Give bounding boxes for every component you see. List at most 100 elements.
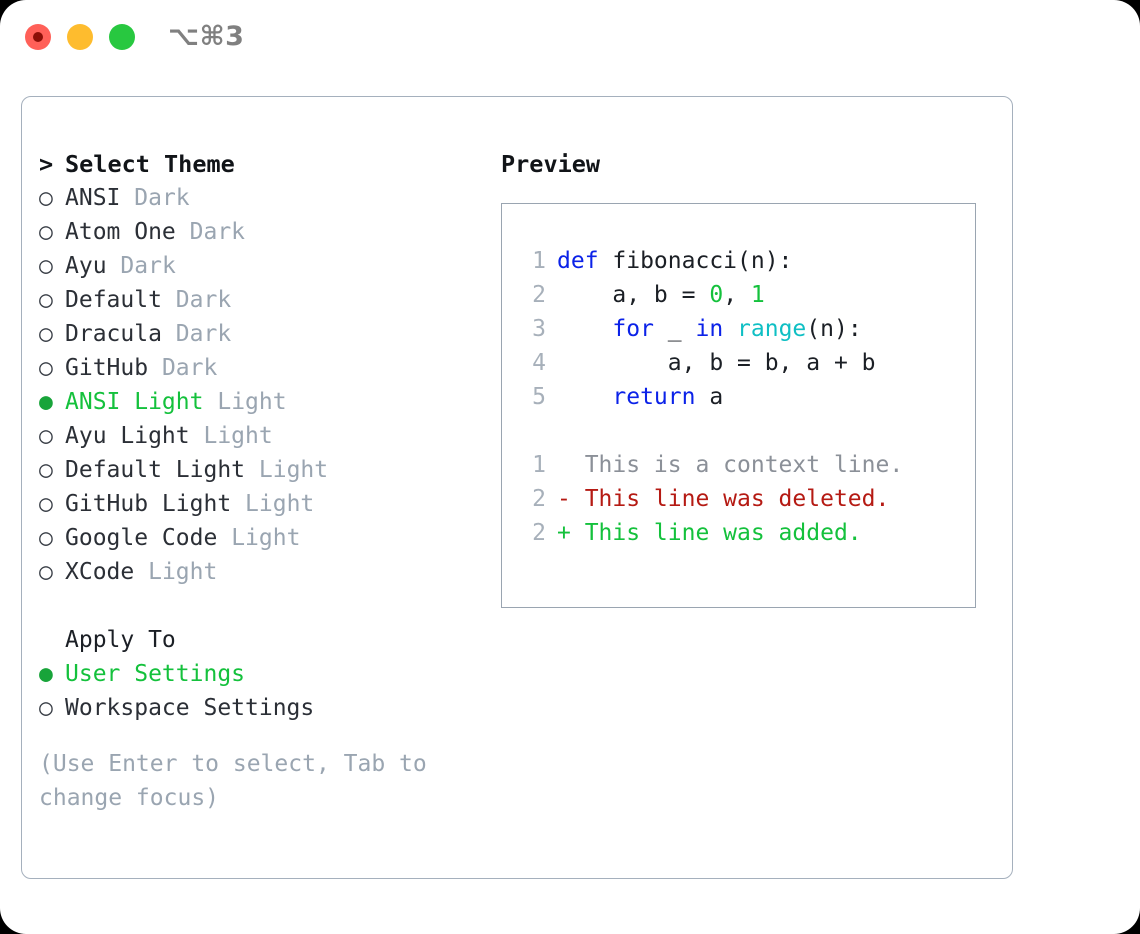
code-token: for <box>612 316 654 342</box>
theme-name: Google Code <box>65 525 218 551</box>
radio-unselected-icon[interactable]: ○ <box>39 185 53 211</box>
code-token: fibonacci(n): <box>612 248 793 274</box>
radio-unselected-icon[interactable]: ○ <box>39 559 53 585</box>
theme-list-item[interactable]: ○ANSI Dark <box>39 181 479 215</box>
apply-to-option[interactable]: ○ Workspace Settings <box>39 691 479 725</box>
apply-to-option-label: User Settings <box>65 661 246 687</box>
line-number: 1 <box>532 248 546 274</box>
close-button[interactable] <box>25 24 51 50</box>
theme-name: Ayu Light <box>65 423 190 449</box>
code-token: 0 <box>709 282 724 308</box>
keyboard-shortcut-label: ⌥⌘3 <box>168 21 245 52</box>
radio-unselected-icon[interactable]: ○ <box>39 355 53 381</box>
theme-mode-tag: Dark <box>175 321 232 347</box>
diff-line: 2 - This line was deleted. <box>520 482 975 516</box>
theme-mode-tag: Dark <box>175 287 232 313</box>
theme-name: GitHub Light <box>65 491 232 517</box>
code-token: return <box>612 384 696 410</box>
code-token: a, b = b, a + b <box>557 350 876 376</box>
diff-line-text: - This line was deleted. <box>557 486 890 512</box>
apply-to-option-label: Workspace Settings <box>65 695 315 721</box>
theme-name: Default <box>65 287 162 313</box>
radio-unselected-icon[interactable]: ○ <box>39 457 53 483</box>
theme-name: Dracula <box>65 321 162 347</box>
theme-list-item[interactable]: ○ Ayu Light Light <box>39 419 479 453</box>
line-number: 4 <box>532 350 546 376</box>
theme-name: Ayu <box>65 253 107 279</box>
theme-list-item[interactable]: ○ Ayu Dark <box>39 249 479 283</box>
radio-unselected-icon[interactable]: ○ <box>39 695 53 721</box>
theme-list-item[interactable]: ○ Google Code Light <box>39 521 479 555</box>
line-number: 2 <box>532 282 546 308</box>
radio-unselected-icon[interactable]: ○ <box>39 525 53 551</box>
theme-name: Default Light <box>65 457 246 483</box>
theme-list-item[interactable]: ● ANSI Light Light <box>39 385 479 419</box>
theme-mode-tag: Light <box>217 389 287 415</box>
apply-to-options: ● User Settings ○ Workspace Settings <box>39 657 479 725</box>
code-line: 5 return a <box>520 380 975 414</box>
theme-mode-tag: Light <box>231 525 301 551</box>
window-controls[interactable] <box>25 24 135 50</box>
line-number: 2 <box>532 486 546 512</box>
theme-mode-tag: Dark <box>189 219 246 245</box>
theme-mode-tag: Light <box>245 491 315 517</box>
theme-mode-tag: Light <box>258 457 329 483</box>
code-line: 3 for _ in range(n): <box>520 312 975 346</box>
apply-to-section-label: Apply To <box>65 627 176 653</box>
radio-unselected-icon[interactable]: ○ <box>39 491 53 517</box>
code-token: _ <box>653 316 696 342</box>
theme-list: ○ ANSI Dark ○ Atom One Dark ○ Ayu Dark ○ Defaul… <box>39 181 479 589</box>
code-line: 2 a, b = 0, 1 <box>520 278 975 312</box>
minimize-button[interactable] <box>67 24 93 50</box>
code-token: in <box>695 316 724 342</box>
theme-name: Atom One <box>65 219 176 245</box>
page-title: Select Theme <box>65 150 235 178</box>
theme-name: ANSI <box>65 185 121 211</box>
radio-unselected-icon[interactable]: ○ <box>39 219 53 245</box>
theme-mode-tag: Light <box>148 559 218 585</box>
theme-list-item[interactable]: ○ Default Dark <box>39 283 479 317</box>
apply-to-option[interactable]: ● User Settings <box>39 657 479 691</box>
code-diff-separator <box>520 414 975 448</box>
code-token <box>557 384 612 410</box>
zoom-button[interactable] <box>109 24 135 50</box>
theme-name: ANSI Light <box>65 389 204 415</box>
theme-picker-panel: > Select Theme ○ ANSI Dark ○ Atom One Dark ○ A… <box>39 147 479 815</box>
theme-list-item[interactable]: ○ Dracula Dark <box>39 317 479 351</box>
list-spacer <box>39 589 479 623</box>
theme-list-item[interactable]: ○ Default Light Light <box>39 453 479 487</box>
radio-unselected-icon[interactable]: ○ <box>39 423 53 449</box>
theme-list-item[interactable]: ○ GitHub Light Light <box>39 487 479 521</box>
theme-mode-tag: Dark <box>161 355 218 381</box>
code-token: (n): <box>806 316 862 342</box>
radio-unselected-icon[interactable]: ○ <box>39 253 53 279</box>
theme-mode-tag: Dark <box>120 253 176 279</box>
code-line: 1 def fibonacci(n): <box>520 244 975 278</box>
theme-list-item[interactable]: ○ GitHub Dark <box>39 351 479 385</box>
window-titlebar: ⌥⌘3 <box>0 0 1140 78</box>
diff-line-text: + This line was added. <box>557 520 862 546</box>
theme-list-item[interactable]: ○ XCode Light <box>39 555 479 589</box>
theme-name: GitHub <box>65 355 149 381</box>
radio-selected-icon[interactable]: ● <box>39 661 53 687</box>
diff-line: 1 This is a context line. <box>520 448 975 482</box>
theme-list-item[interactable]: ○ Atom One Dark <box>39 215 479 249</box>
code-token: , <box>723 282 751 308</box>
theme-mode-tag: Light <box>203 423 273 449</box>
prompt-caret-icon: > <box>39 150 54 178</box>
radio-unselected-icon[interactable]: ○ <box>39 287 53 313</box>
code-token: def <box>557 248 613 274</box>
theme-picker-heading: > Select Theme <box>39 147 479 181</box>
code-line: 4 a, b = b, a + b <box>520 346 975 380</box>
theme-name: XCode <box>65 559 135 585</box>
line-number: 2 <box>532 520 546 546</box>
diff-line: 2 + This line was added. <box>520 516 975 550</box>
radio-selected-icon[interactable]: ● <box>39 389 53 415</box>
radio-unselected-icon[interactable]: ○ <box>39 321 53 347</box>
line-number: 5 <box>532 384 546 410</box>
code-token: range <box>737 316 807 342</box>
